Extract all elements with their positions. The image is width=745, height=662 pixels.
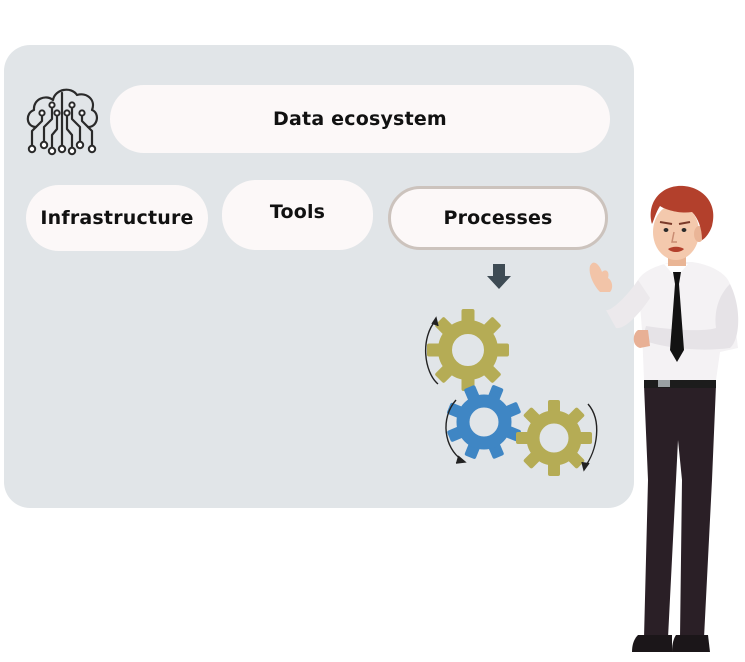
gears-icon: [424, 309, 598, 476]
ecosystem-title: Data ecosystem: [273, 108, 447, 130]
cloud-network-icon: [26, 88, 98, 156]
component-infrastructure: Infrastructure: [26, 185, 208, 251]
arrow-down-icon: [487, 264, 511, 289]
component-label: Infrastructure: [40, 207, 194, 229]
ecosystem-title-pill: Data ecosystem: [110, 85, 610, 153]
presenter-illustration: [589, 185, 739, 652]
gear-top-icon: [427, 309, 509, 391]
rotation-arrows-icon: [424, 316, 598, 472]
component-tools: Tools: [222, 180, 373, 250]
component-processes: Processes: [388, 186, 608, 250]
component-label: Processes: [443, 207, 553, 229]
component-label: Tools: [269, 201, 326, 223]
gear-blue-icon: [447, 385, 521, 459]
gear-right-icon: [516, 400, 592, 476]
